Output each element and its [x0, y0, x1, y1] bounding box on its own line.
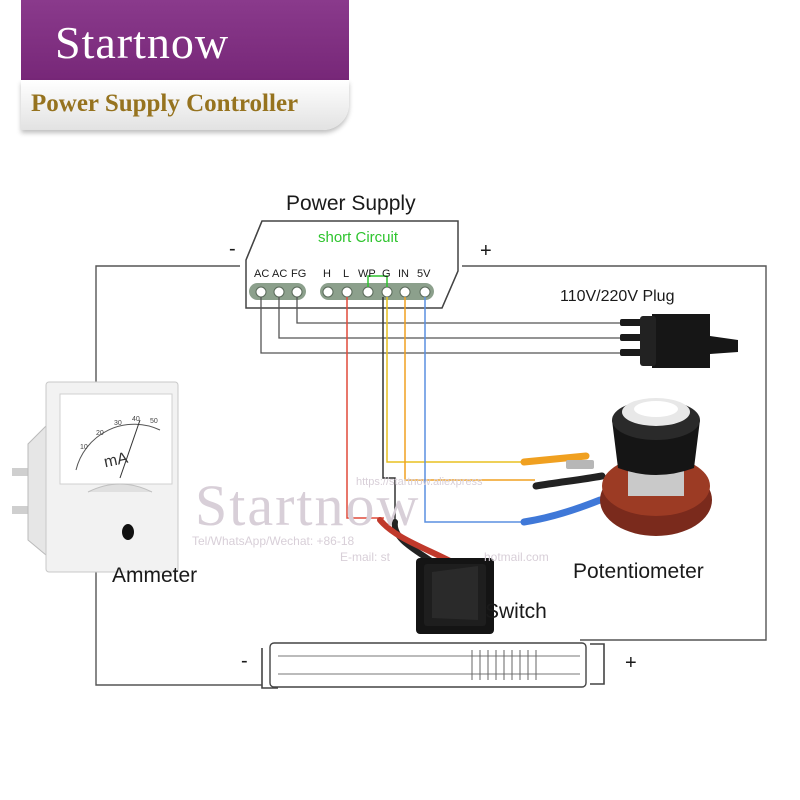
wire-g-black [382, 297, 396, 522]
wire-5v-blue [424, 297, 535, 523]
switch-label: Switch [485, 600, 547, 623]
power-supply-plus: + [480, 240, 492, 262]
terminal-g [381, 286, 393, 298]
terminal-ac1 [255, 286, 267, 298]
ammeter-tick-30: 30 [114, 420, 122, 427]
terminal-label-l: L [343, 268, 350, 280]
watermark-contact: Tel/WhatsApp/Wechat: +86-18 [192, 534, 355, 548]
terminal-l [341, 286, 353, 298]
terminal-h [322, 286, 334, 298]
terminal-label-in: IN [398, 268, 409, 280]
terminal-label-wp: WP [358, 268, 376, 280]
ammeter [12, 381, 179, 573]
plug-label: 110V/220V Plug [560, 288, 675, 305]
watermark-mail: hotmail.com [484, 550, 549, 564]
rocker-switch [377, 517, 494, 634]
short-circuit-label: short Circuit [318, 229, 399, 246]
terminal-wp [362, 286, 374, 298]
terminal-label-g: G [382, 268, 391, 280]
power-supply-title: Power Supply [286, 192, 416, 215]
power-supply-minus: - [229, 238, 236, 260]
power-plug [620, 314, 738, 368]
power-supply-box [245, 220, 459, 309]
brand-banner: Startnow [21, 0, 349, 80]
ammeter-tick-50: 50 [150, 418, 158, 425]
tube-plus: + [625, 652, 637, 674]
ammeter-tick-40: 40 [132, 416, 140, 423]
terminal-in [399, 286, 411, 298]
terminal-fg [291, 286, 303, 298]
terminal-label-fg: FG [291, 268, 307, 280]
wire-in-orange [404, 297, 535, 481]
ammeter-label: Ammeter [112, 564, 198, 587]
terminal-label-5v: 5V [417, 268, 431, 280]
brand-subtitle-box: Power Supply Controller [21, 80, 349, 130]
brand-logo: Startnow [55, 17, 230, 68]
terminal-label-h: H [323, 268, 331, 280]
watermark-url: https://startnow.aliexpress [356, 476, 483, 488]
laser-tube [261, 642, 605, 689]
wire-l-red [346, 297, 384, 519]
ammeter-tick-20: 20 [96, 430, 104, 437]
ammeter-tick-10: 10 [80, 444, 88, 451]
terminal-5v [419, 286, 431, 298]
watermark-email: E-mail: st [340, 550, 391, 564]
control-wires [346, 297, 535, 523]
potentiometer-label: Potentiometer [573, 560, 704, 583]
potentiometer [520, 398, 712, 536]
positive-loop-wire [462, 265, 767, 641]
short-circuit-jumper [367, 275, 388, 287]
brand-subtitle: Power Supply Controller [31, 90, 299, 117]
plug-wires [260, 297, 635, 354]
terminal-label-ac2: AC [272, 268, 288, 280]
terminal-ac2 [273, 286, 285, 298]
tube-minus: - [241, 650, 248, 672]
watermark-logo: Startnow [195, 473, 421, 538]
terminal-strip-right [320, 283, 434, 300]
terminal-label-ac1: AC [254, 268, 270, 280]
wire-g-yellow [386, 297, 535, 463]
